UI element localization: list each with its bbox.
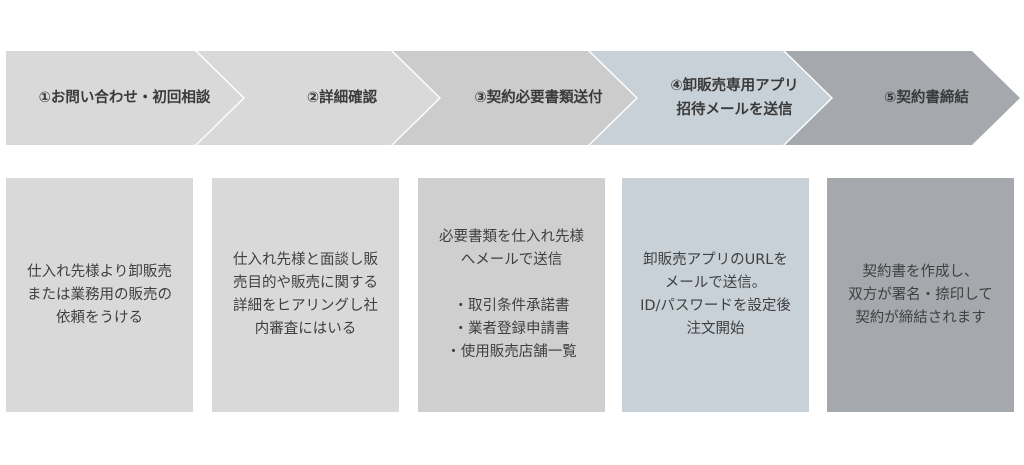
step-detail-1: 仕入れ先様より卸販売 または業務用の販売の 依頼をうける [6, 178, 193, 412]
step-label-1: ①お問い合わせ・初回相談 [38, 90, 211, 106]
step-arrow-2 [197, 51, 439, 145]
step-label-3: ③契約必要書類送付 [474, 90, 603, 106]
step-arrow-4 [590, 51, 831, 145]
step-arrow-5 [785, 51, 1020, 145]
step-arrow-1 [6, 51, 243, 145]
step-label-5: ⑤契約書締結 [884, 90, 969, 106]
step-label-4: ④卸販売専用アプリ 招待メールを送信 [670, 78, 799, 118]
step-detail-3: 必要書類を仕入れ先様 へメールで送信 ・取引条件承諾書 ・業者登録申請書 ・使用… [418, 178, 605, 412]
step-detail-4: 卸販売アプリのURLを メールで送信。 ID/パスワードを設定後 注文開始 [622, 178, 809, 412]
step-label-2: ②詳細確認 [306, 90, 378, 106]
step-arrow-3 [393, 51, 636, 145]
step-detail-2: 仕入れ先様と面談し販 売目的や販売に関する 詳細をヒアリングし社 内審査にはいる [212, 178, 399, 412]
step-detail-5: 契約書を作成し、 双方が署名・捺印して 契約が締結されます [827, 178, 1014, 412]
